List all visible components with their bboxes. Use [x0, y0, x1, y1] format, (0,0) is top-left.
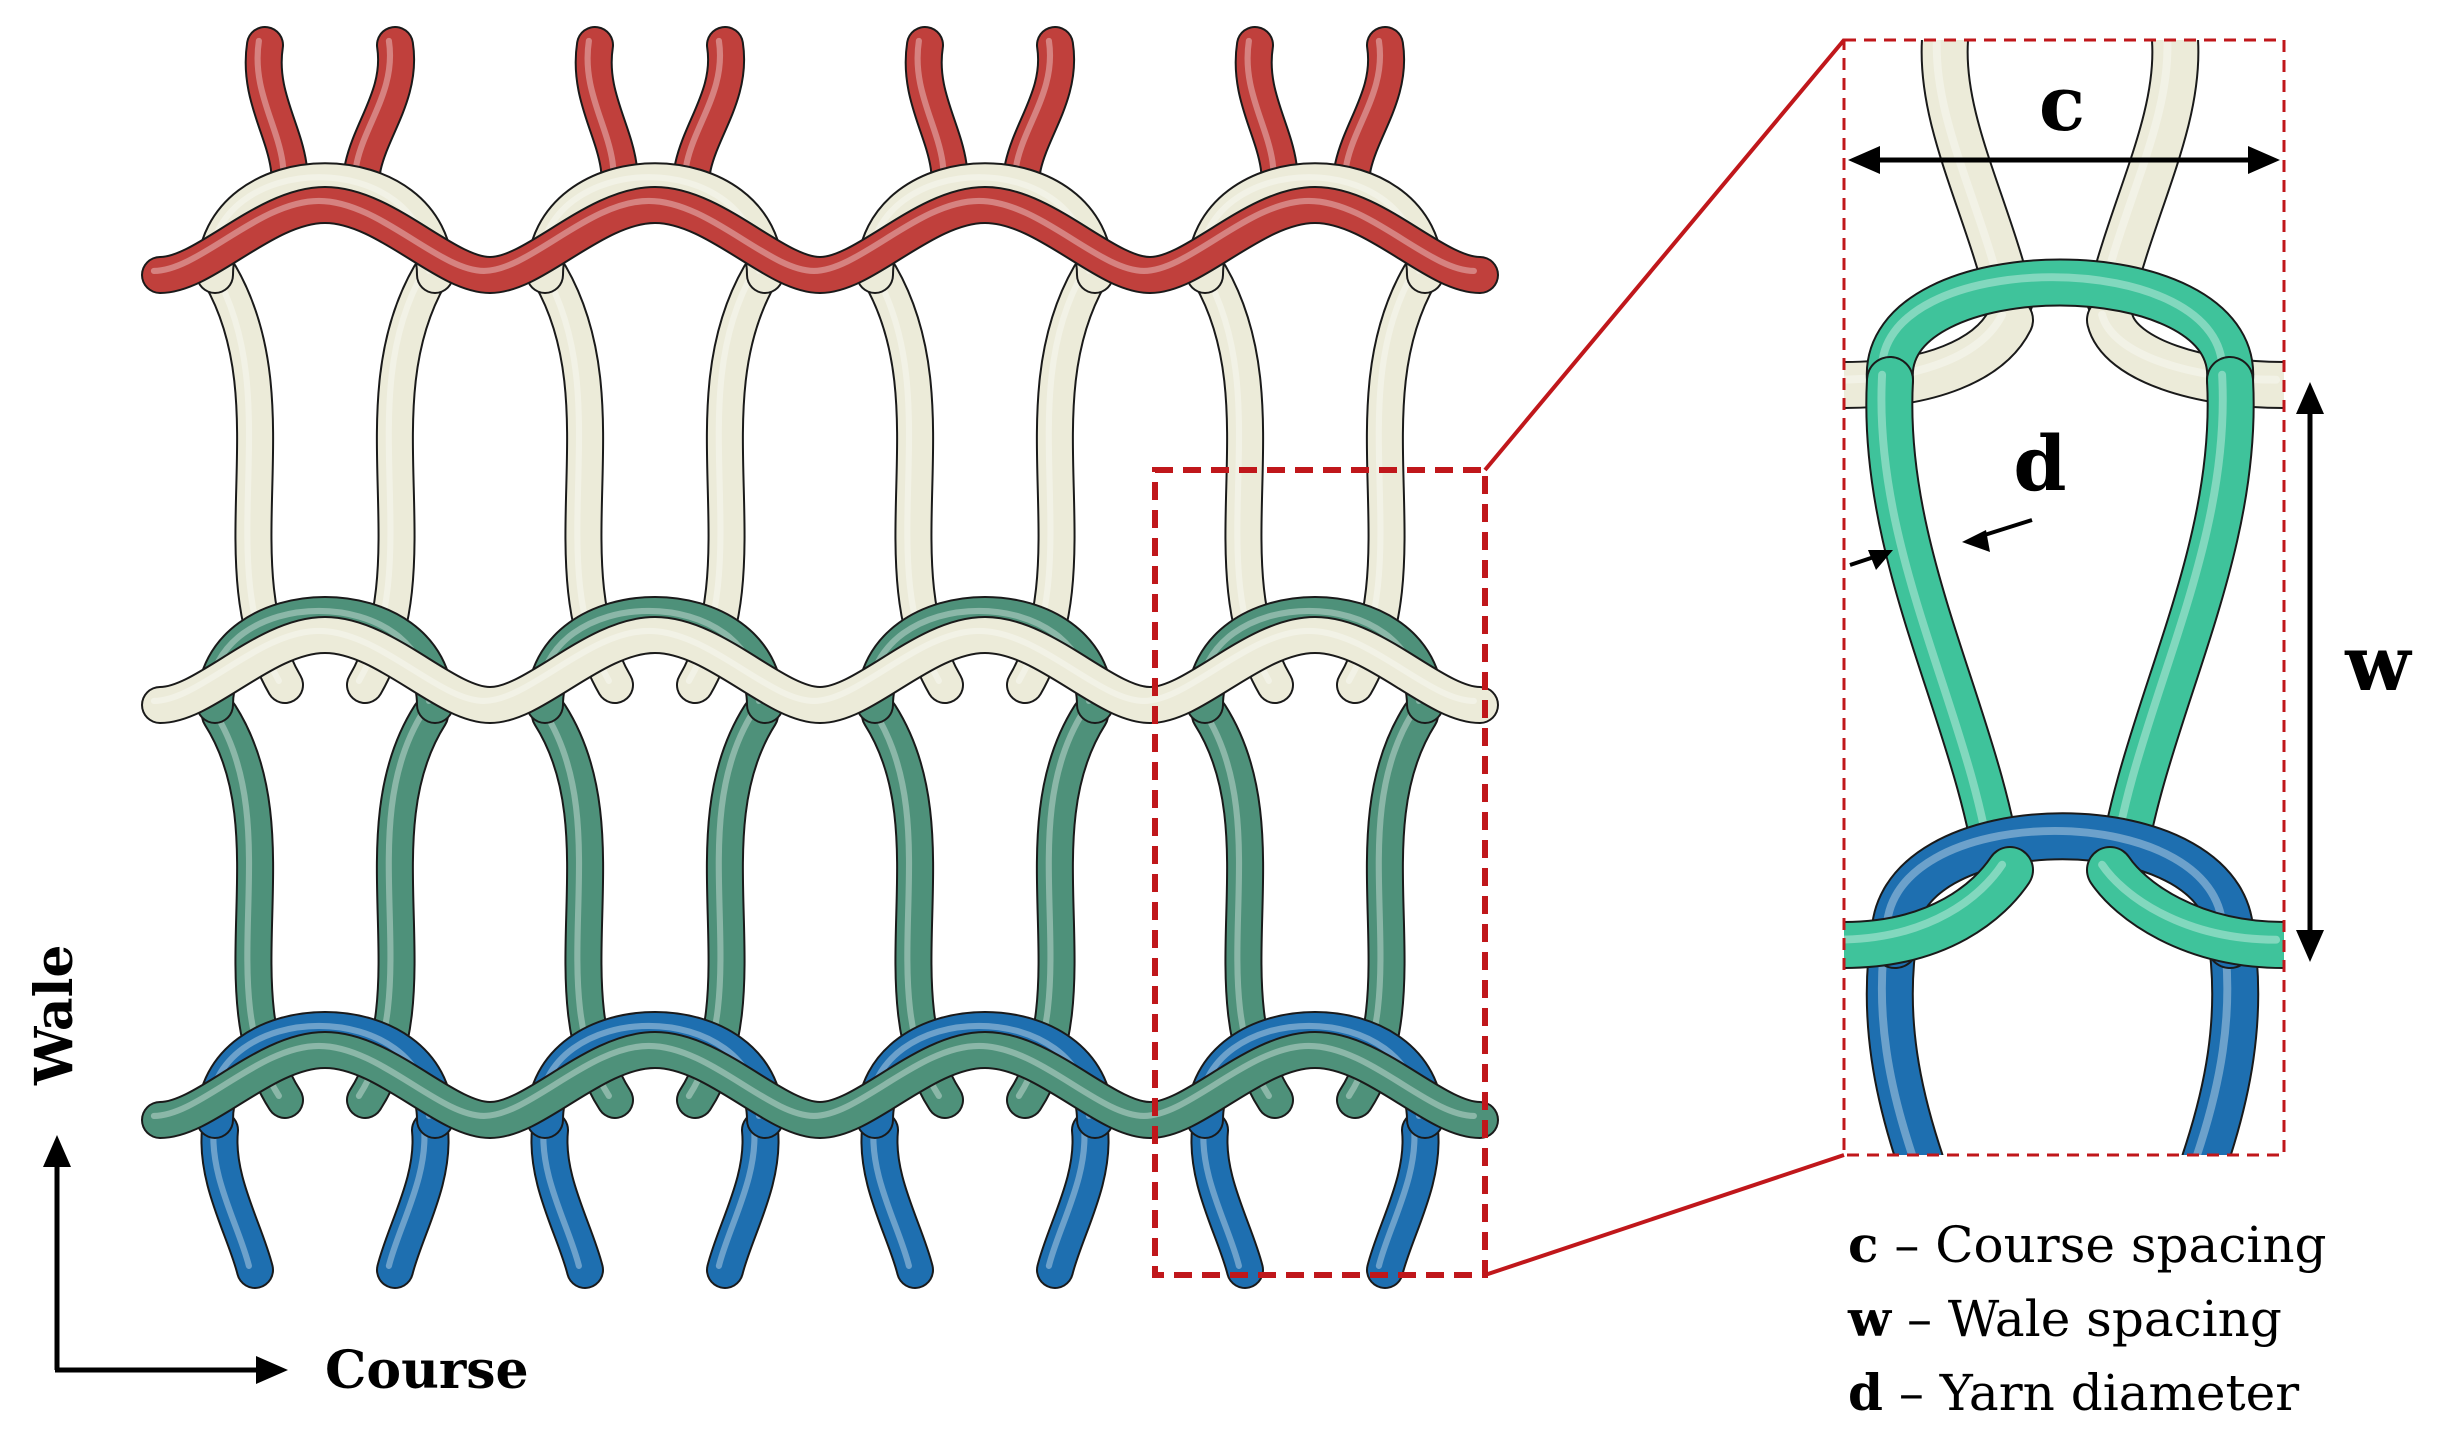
course-spacing-dimension: c [1848, 59, 2280, 174]
knit-fabric [141, 26, 1499, 1289]
dimension-label-c: c [2039, 59, 2085, 148]
blue-leg [530, 1111, 604, 1289]
zoomed-loop [1844, 40, 2284, 1155]
blue-leg [1190, 1111, 1264, 1289]
cream-course [141, 616, 1499, 724]
highlight-box [1152, 467, 1488, 1278]
zoom-green-leg [1865, 356, 2024, 904]
blue-leg [376, 1111, 450, 1289]
blue-leg [1036, 1111, 1110, 1289]
blue-leg [706, 1111, 780, 1289]
connector-line-bottom [1484, 1153, 1845, 1277]
green-course [141, 1031, 1499, 1139]
blue-leg [860, 1111, 934, 1289]
zoom-green-course [2086, 846, 2284, 969]
dimension-label-d: d [2013, 419, 2066, 508]
blue-leg [200, 1111, 274, 1289]
legend-item-d: d – Yarn diameter [1848, 1363, 2299, 1422]
wale-axis-label: Wale [24, 945, 85, 1086]
zoom-green-leg [2096, 356, 2255, 904]
axis-indicator: Wale Course [24, 945, 529, 1401]
zoom-cream-leg [1920, 40, 2034, 324]
zoom-panel-border [1842, 38, 2286, 1157]
legend: c – Course spacing w – Wale spacing d – … [1847, 1215, 2327, 1422]
connector-line-top [1483, 38, 1846, 472]
zoom-green-course [1844, 846, 2034, 969]
zoom-green-loop-head [1865, 258, 2255, 404]
zoom-blue-loop-head [1870, 812, 2255, 969]
zoom-cream-leg [2086, 40, 2200, 324]
legend-item-w: w – Wale spacing [1847, 1289, 2282, 1348]
course-axis-label: Course [325, 1340, 529, 1401]
zoom-panel [1844, 40, 2284, 1155]
legend-item-c: c – Course spacing [1848, 1215, 2327, 1274]
yarn-diameter-dimension: d [1849, 419, 2067, 570]
red-course [141, 186, 1499, 294]
wale-spacing-dimension: w [2296, 382, 2412, 962]
dimension-label-w: w [2344, 619, 2412, 708]
blue-leg [1366, 1111, 1440, 1289]
